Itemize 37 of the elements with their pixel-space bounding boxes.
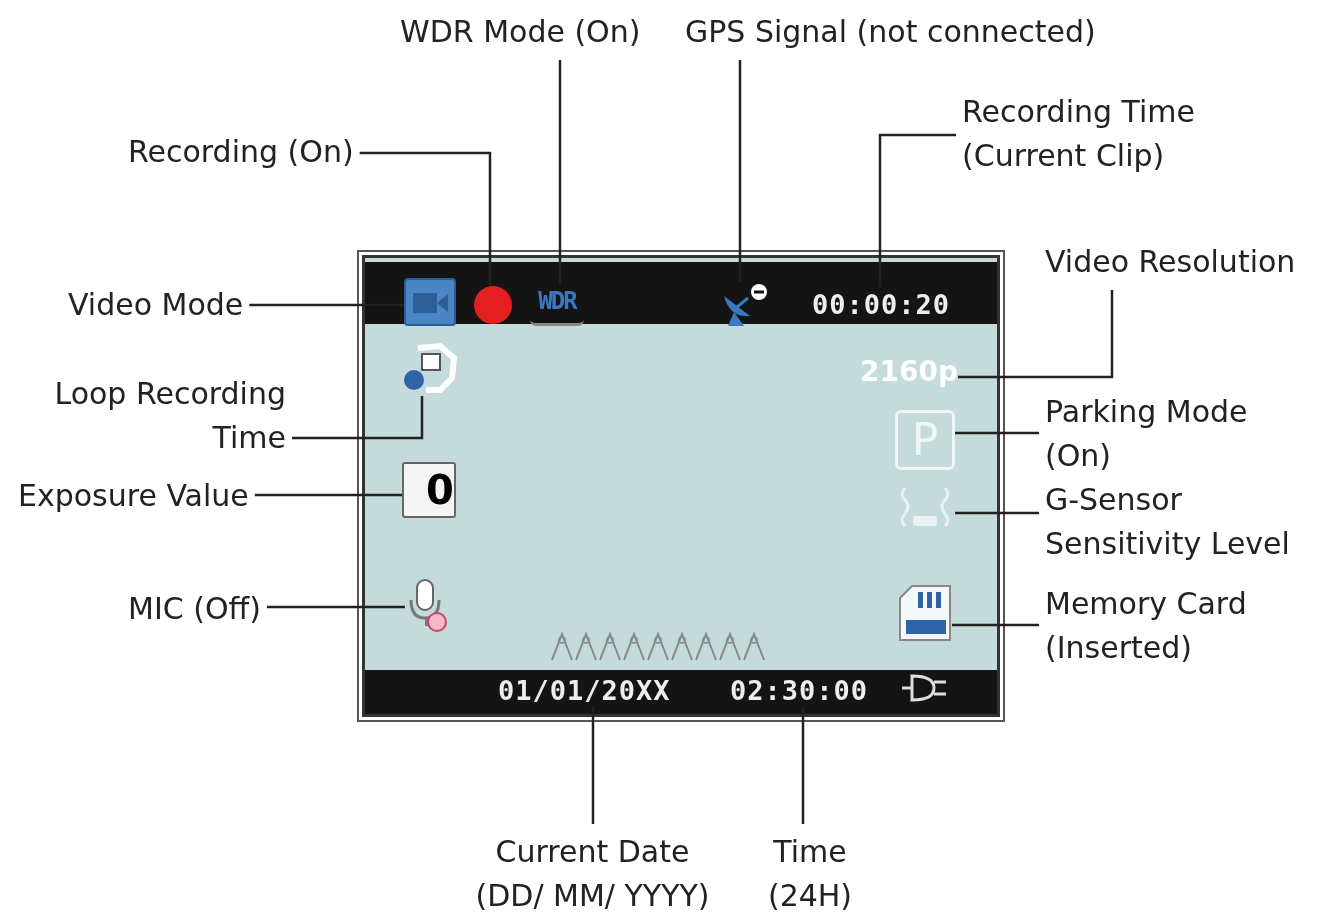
leader-line <box>738 60 742 282</box>
callout-label: Memory Card (Inserted) <box>1045 582 1295 670</box>
leader-line <box>801 707 805 824</box>
leader-line <box>359 151 492 285</box>
leader-line <box>878 133 956 287</box>
leader-line <box>266 605 405 609</box>
video-camera-icon <box>404 278 456 326</box>
callout-label: MIC (Off) <box>128 587 261 631</box>
record-dot-icon <box>473 285 513 325</box>
callout-label: Video Mode <box>68 283 244 327</box>
leader-line <box>955 431 1039 435</box>
leader-line <box>591 707 595 824</box>
callout-label: Video Resolution <box>1045 240 1296 284</box>
recording-timer: 00:00:20 <box>810 287 952 323</box>
callout-label: Recording (On) <box>128 130 354 174</box>
callout-label: Recording Time (Current Clip) <box>962 90 1252 178</box>
callout-label: Time (24H) <box>755 830 865 918</box>
leader-line <box>249 303 404 307</box>
leader-line <box>292 396 424 440</box>
callout-label: Current Date (DD/ MM/ YYYY) <box>460 830 725 918</box>
callout-label: GPS Signal (not connected) <box>685 10 1096 54</box>
callout-label: WDR Mode (On) <box>400 10 641 54</box>
callout-label: G-Sensor Sensitivity Level <box>1045 478 1325 566</box>
leader-line <box>958 290 1114 379</box>
leader-line <box>254 493 402 497</box>
memory-card-icon <box>898 584 952 642</box>
leader-line <box>955 511 1039 515</box>
leader-line <box>558 60 562 284</box>
callout-label: Parking Mode (On) <box>1045 390 1295 478</box>
clock-text: 02:30:00 <box>730 673 866 707</box>
exposure-indicator: 0 <box>402 462 456 518</box>
date-text: 01/01/20XX <box>498 673 670 707</box>
leader-line <box>952 623 1039 627</box>
callout-label: Exposure Value <box>18 474 249 518</box>
callout-label: Loop Recording Time <box>0 372 286 460</box>
resolution-text: 2160p <box>853 355 958 389</box>
wdr-indicator: WDR <box>530 284 584 326</box>
